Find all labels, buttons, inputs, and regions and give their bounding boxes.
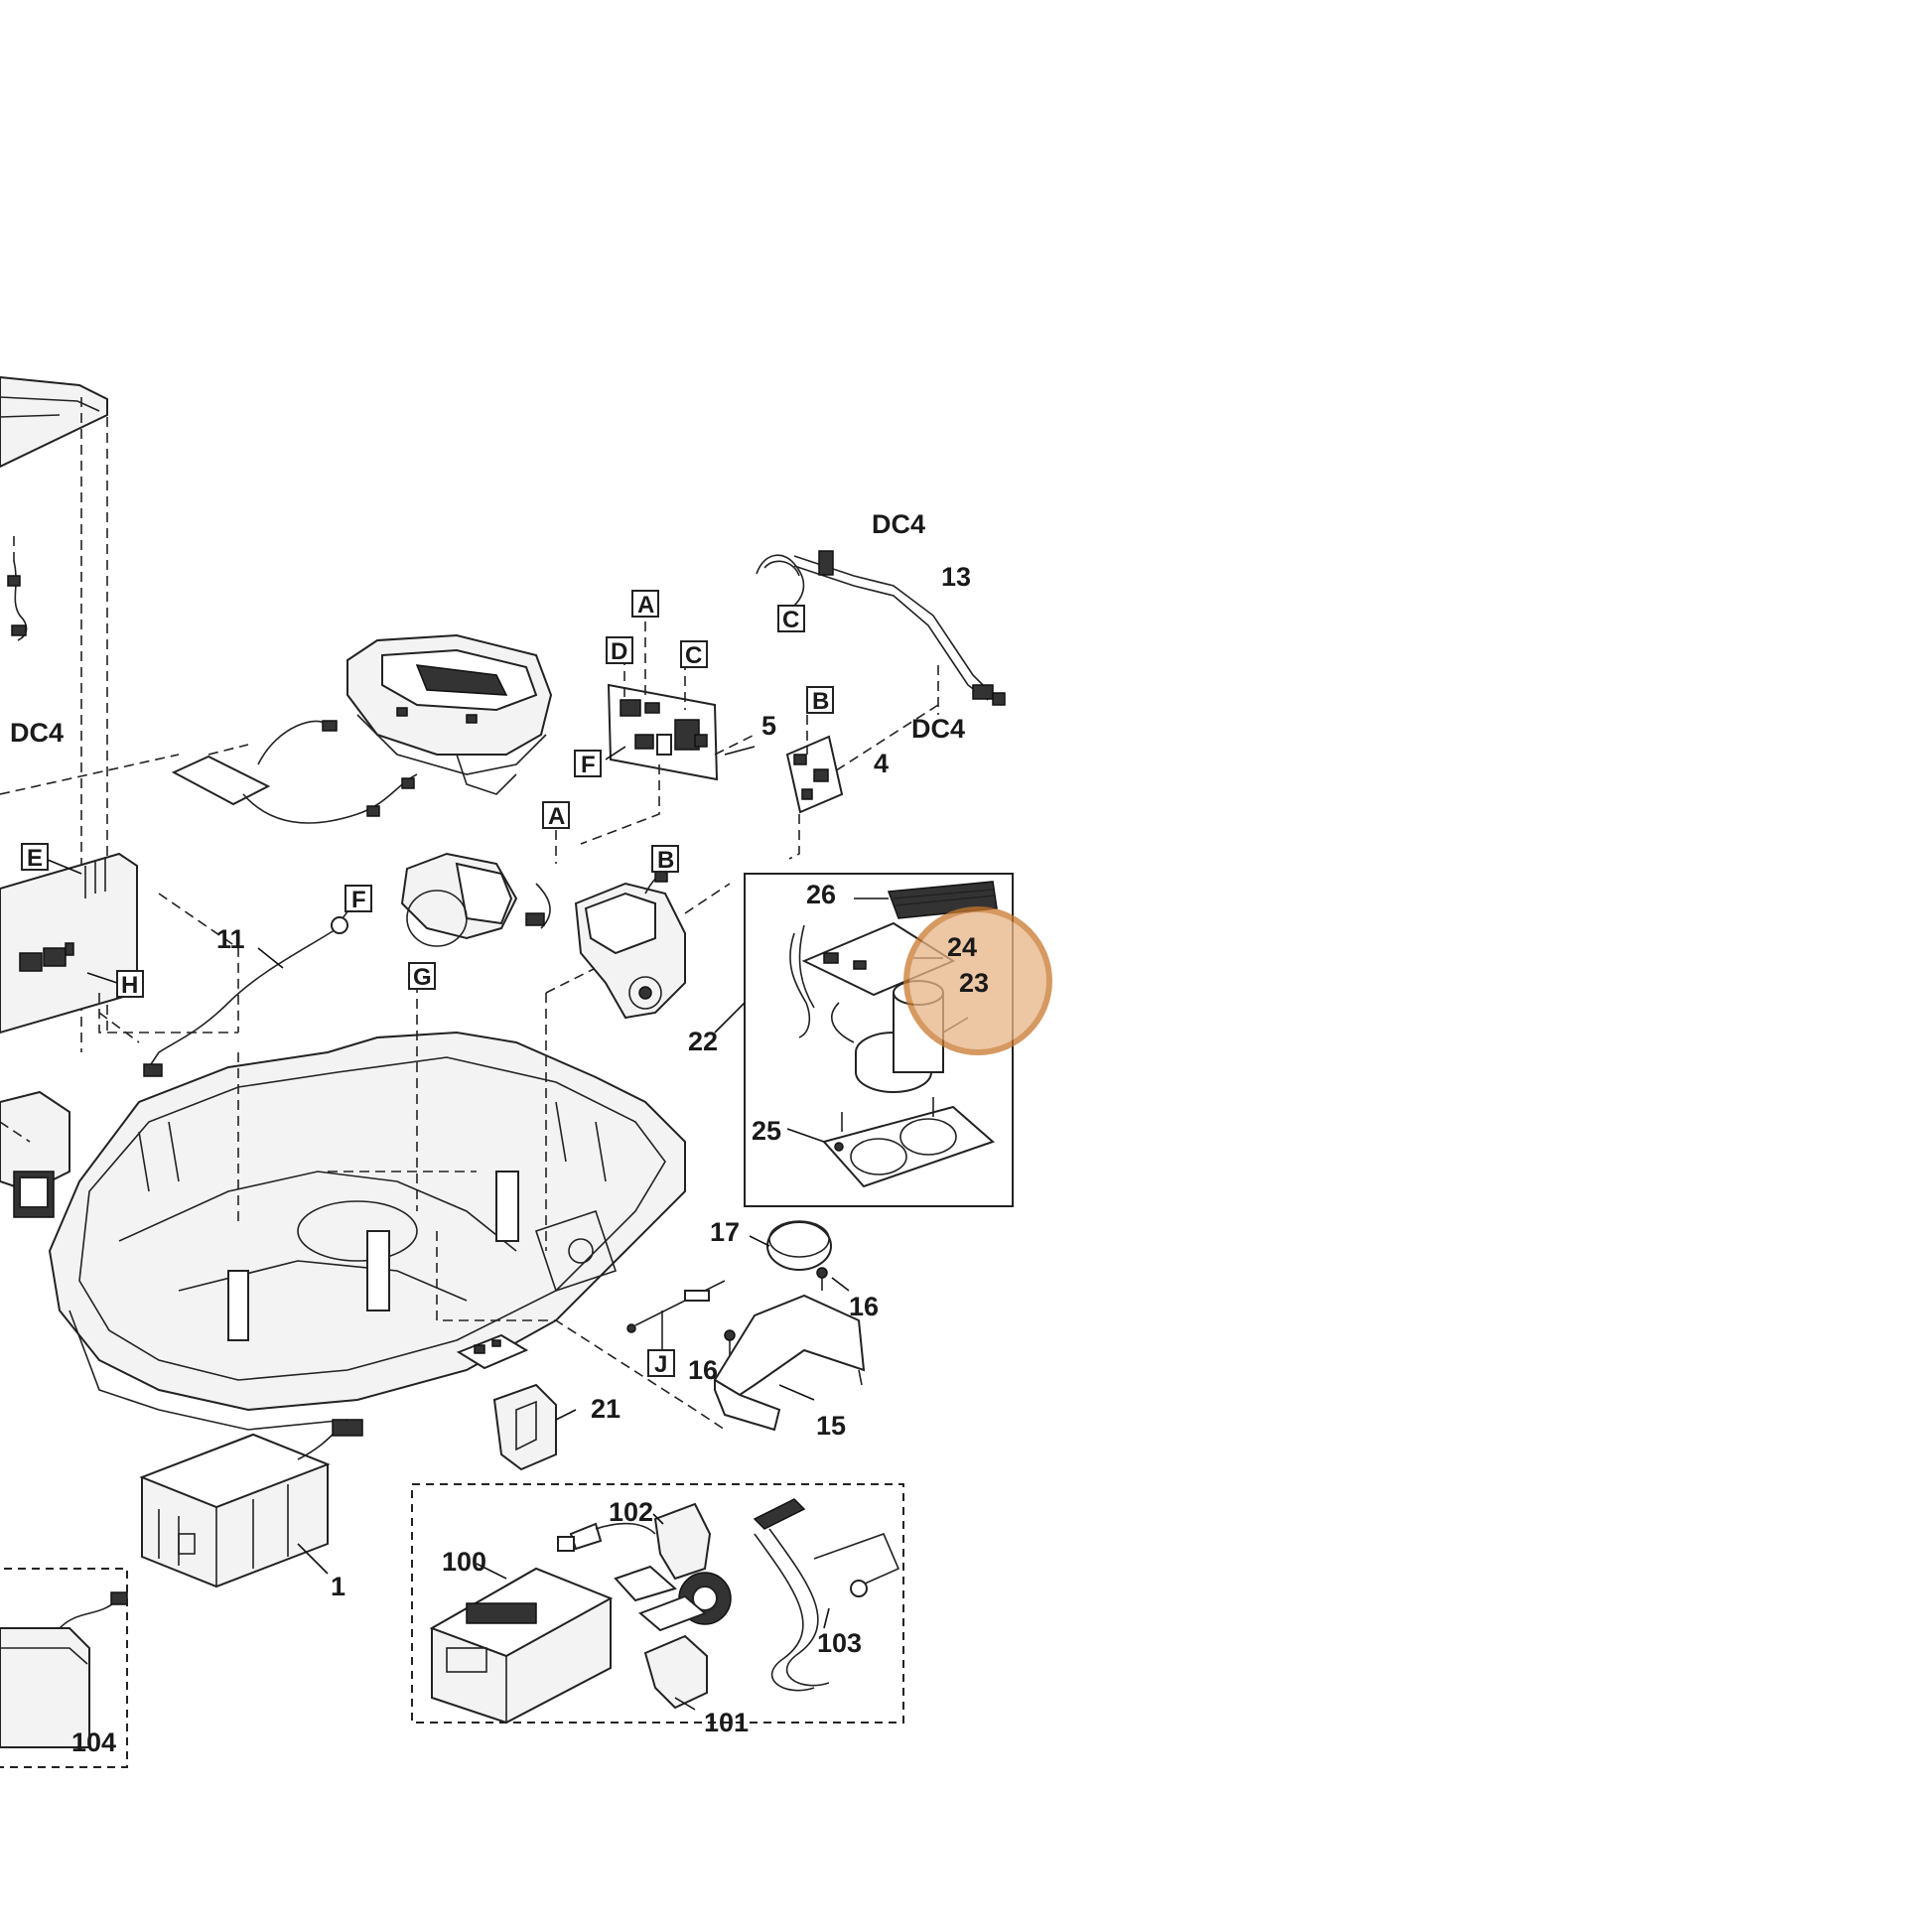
chassis-base [48,1031,686,1431]
svg-text:J: J [654,1351,667,1378]
charging-contact-101 [638,1594,708,1711]
screw-16b [724,1329,736,1355]
screw-16a [816,1267,850,1292]
chassis-dashed-leaders [98,893,726,1431]
svg-text:F: F [351,887,366,913]
callout-dc4-top: DC4 [872,509,925,539]
left-battery-fragment [0,1591,128,1748]
connector-a-mid: A [542,801,570,830]
callout-23: 23 [959,968,989,998]
callout-dc4-left: DC4 [10,718,64,748]
callout-104: 104 [71,1727,116,1757]
svg-text:A: A [548,803,565,830]
connector-g: G [408,962,436,991]
svg-text:E: E [27,845,43,872]
callout-5: 5 [761,711,776,741]
connector-h: H [116,970,144,999]
svg-text:C: C [782,607,799,633]
svg-text:B: B [657,847,674,874]
charging-contact-21 [456,1333,577,1471]
svg-text:B: B [812,688,829,715]
sensor-pin-J [626,1280,726,1350]
drive-motor-left [400,814,557,947]
connector-d-top: D [606,636,633,665]
callout-17: 17 [710,1217,740,1247]
callout-22: 22 [688,1027,718,1056]
gasket-plate-25 [786,1097,995,1188]
callout-15: 15 [816,1411,846,1441]
connector-e: E [21,843,49,872]
svg-text:F: F [581,752,596,778]
connector-f-top: F [574,750,602,778]
display-board [0,720,418,824]
left-motor-fragment [0,1090,70,1218]
svg-text:A: A [637,592,654,619]
callout-26: 26 [806,880,836,909]
connector-b-board: B [806,686,834,715]
callout-24: 24 [947,932,977,962]
electronics-box [0,852,138,1035]
cable-103 [753,1498,900,1692]
callout-13: 13 [941,562,971,592]
connector-b-mid: B [651,845,679,874]
callout-103: 103 [817,1628,862,1658]
callout-101: 101 [704,1708,749,1737]
highlight-circle [903,906,1052,1055]
connector-c-cable: C [777,605,805,633]
callout-16-right: 16 [849,1292,879,1321]
svg-text:G: G [413,964,432,991]
drive-motor-right [574,849,731,1020]
connector-c-top: C [680,640,708,669]
leader-22 [714,1002,746,1034]
left-cable-fragment [7,536,28,641]
callout-dc4-right: DC4 [911,714,965,744]
battery-pack-1 [139,1419,363,1588]
buzzer-17 [749,1220,832,1271]
control-panel-housing [346,633,553,795]
svg-text:C: C [685,642,702,669]
sensor-board [785,715,844,860]
svg-text:D: D [611,638,627,665]
battery-100 [429,1563,614,1725]
connector-f-cable: F [345,885,372,913]
leader-e [47,859,82,875]
callout-16-left: 16 [688,1355,718,1385]
main-circuit-board [580,606,756,845]
bracket-15 [713,1294,866,1432]
callout-11: 11 [216,924,245,954]
connector-a-top: A [631,590,659,619]
sensor-cable [98,897,358,1077]
callout-102: 102 [609,1497,653,1527]
callout-25: 25 [752,1116,781,1146]
callout-100: 100 [442,1547,486,1577]
option-frame-100 [411,1483,904,1724]
leader-h [86,972,118,984]
cable-harness [756,550,1006,795]
svg-text:H: H [121,972,138,999]
callout-1: 1 [331,1572,345,1601]
callout-4: 4 [874,749,889,778]
option-frame-104 [0,1568,128,1768]
callout-21: 21 [591,1394,621,1424]
connector-j: J [647,1349,675,1378]
